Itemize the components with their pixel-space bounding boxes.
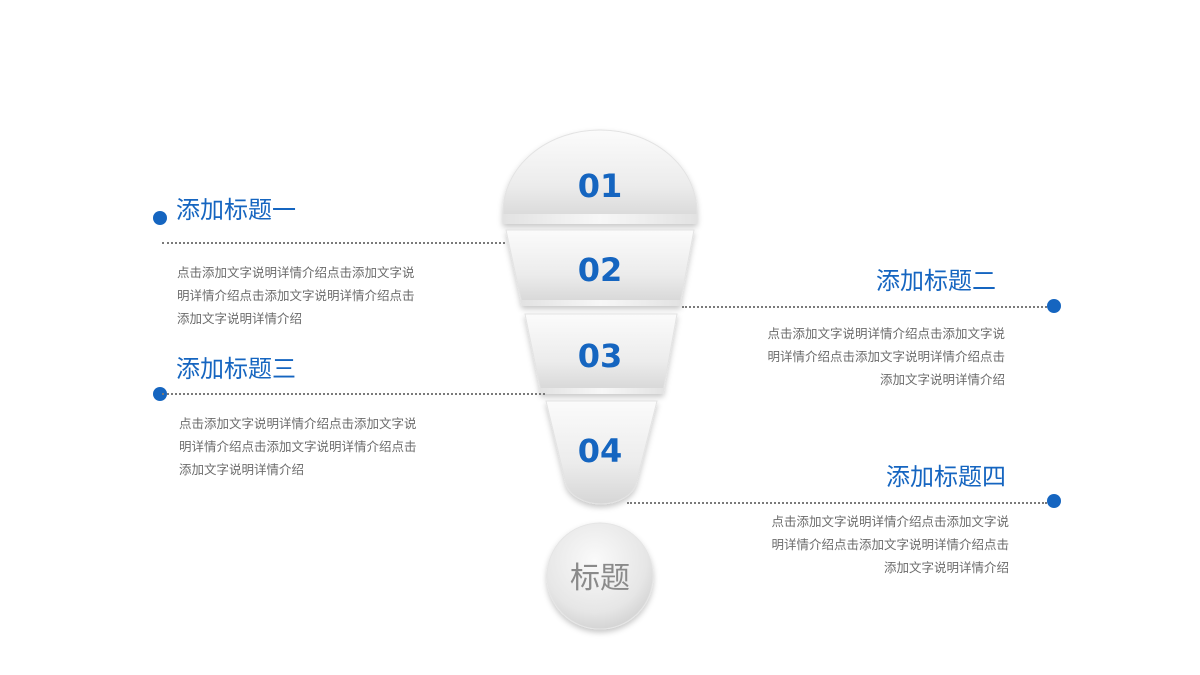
- item-4-dot: [1047, 494, 1061, 508]
- item-2-dot: [1047, 299, 1061, 313]
- circle-label: 标题: [570, 561, 630, 596]
- item-4-description: 点击添加文字说明详情介绍点击添加文字说 明详情介绍点击添加文字说明详情介绍点击 …: [771, 514, 1009, 575]
- item-3-title: 添加标题三: [176, 355, 296, 383]
- item-4-connector: [627, 502, 1047, 504]
- item-1-connector: [162, 242, 505, 244]
- segment-04-number: 04: [578, 432, 623, 470]
- segment-01: [502, 129, 698, 224]
- item-2-connector: [682, 306, 1047, 308]
- item-1-description: 点击添加文字说明详情介绍点击添加文字说 明详情介绍点击添加文字说明详情介绍点击 …: [177, 265, 415, 326]
- item-1-title: 添加标题一: [176, 196, 296, 224]
- item-1-dot: [153, 211, 167, 225]
- segment-04: [545, 400, 658, 505]
- title-circle: [546, 522, 654, 630]
- item-3-dot: [153, 387, 167, 401]
- item-3-description: 点击添加文字说明详情介绍点击添加文字说 明详情介绍点击添加文字说明详情介绍点击 …: [179, 416, 417, 477]
- item-2-title: 添加标题二: [876, 267, 996, 295]
- item-2-description: 点击添加文字说明详情介绍点击添加文字说 明详情介绍点击添加文字说明详情介绍点击 …: [767, 326, 1005, 387]
- segment-03: [524, 313, 678, 394]
- item-3-connector: [162, 393, 545, 395]
- segment-03-number: 03: [578, 337, 623, 375]
- segment-01-number: 01: [578, 167, 623, 205]
- segment-02-number: 02: [578, 251, 623, 289]
- item-4-title: 添加标题四: [886, 463, 1006, 491]
- segment-02: [505, 229, 695, 306]
